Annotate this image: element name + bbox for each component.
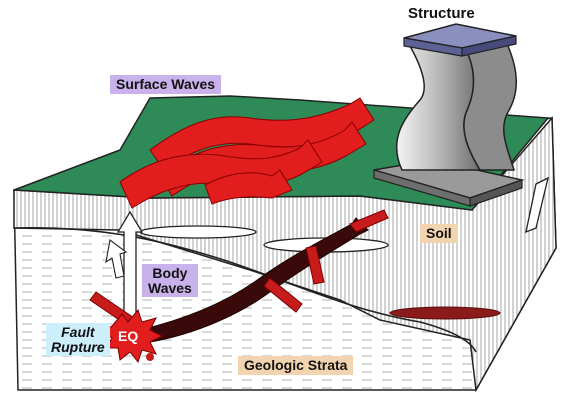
structure-building bbox=[373, 23, 525, 207]
body-waves-label: Body Waves bbox=[142, 264, 198, 298]
fault-rupture-label: Fault Rupture bbox=[46, 323, 110, 357]
structure-label: Structure bbox=[408, 5, 475, 22]
body-wave-arrows bbox=[89, 210, 144, 331]
surface-waves-label: Surface Waves bbox=[110, 75, 222, 94]
edge-arrow bbox=[525, 176, 549, 234]
fault-ray bbox=[139, 209, 389, 343]
eq-label: EQ bbox=[118, 328, 139, 344]
fault-rupture-label-line1: Fault bbox=[61, 324, 95, 340]
body-waves-label-line1: Body bbox=[152, 265, 188, 281]
surface-wave-arrows bbox=[119, 97, 375, 209]
geologic-strata-label: Geologic Strata bbox=[238, 356, 354, 375]
soil-label: Soil bbox=[420, 224, 458, 243]
body-waves-label-line2: Waves bbox=[148, 279, 192, 296]
fault-rupture-label-line2: Rupture bbox=[51, 338, 105, 355]
